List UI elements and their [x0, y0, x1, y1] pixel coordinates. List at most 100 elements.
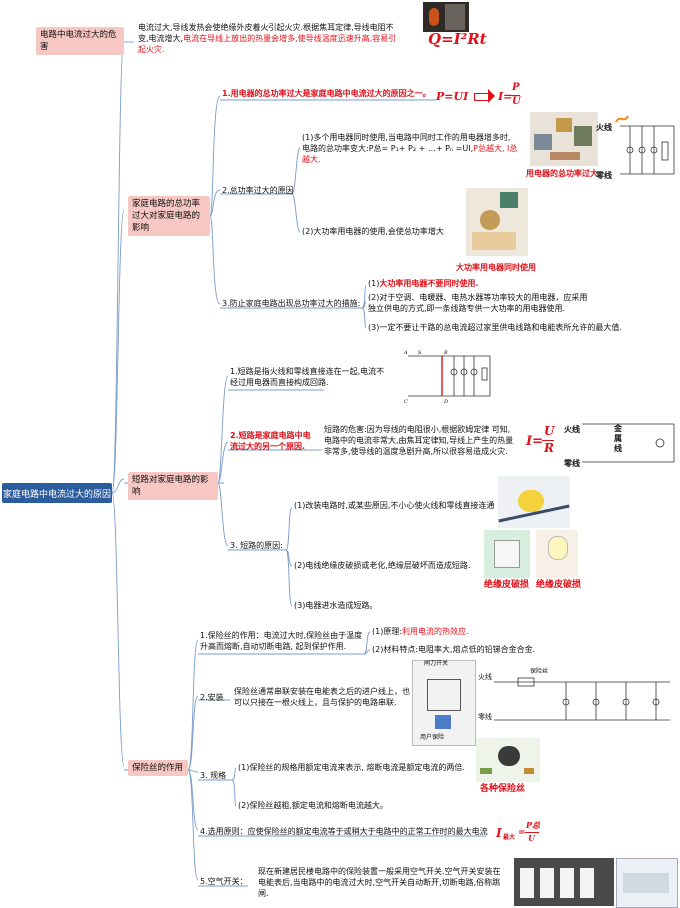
power-sub1: (1)多个用电器同时使用,当电路中同时工作的用电器增多时,电路的总功率变大:P总…: [302, 132, 518, 165]
fuse-f4: 4.选用原则：应使保险丝的额定电流等于或稍大于电路中的正常工作时的最大电流: [200, 827, 488, 836]
short-fire-label: 火线: [564, 425, 580, 434]
power-formula-a: P=UI: [436, 90, 469, 103]
danger-text: 电流过大,导线发热会使绝缘外皮着火引起火灾.根据焦耳定律,导线电阻不变,电流增大…: [138, 22, 400, 55]
ohm-formula: I= U R: [526, 424, 566, 458]
fuse-f1b: (2)材料特点:电阻率大,熔点低的铅锑合金合金.: [372, 645, 536, 654]
fuse-f5: 5.空气开关：: [200, 877, 248, 886]
power-sub2-caption: 大功率用电器同时使用: [456, 263, 536, 272]
connector-root-power: [111, 209, 125, 494]
root-node[interactable]: 家庭电路中电流过大的原因: [2, 483, 112, 503]
danger-label: 电路中电流过大的危害: [40, 30, 117, 52]
fuse-node[interactable]: 保险丝的作用: [128, 760, 188, 776]
danger-text-black: 电流过大,导线发热会使绝缘外皮着火引起火灾.根据焦耳定律,导线电阻不变,电流增大…: [138, 23, 394, 43]
fraction-bar: [510, 95, 520, 96]
power-measure1: (1)大功率用电器不要同时使用.: [368, 278, 478, 289]
ohm-formula-i: I=: [526, 434, 543, 449]
short-node[interactable]: 短路对家庭电路的影响: [128, 472, 218, 500]
air-switch-panel-photo: [616, 858, 678, 908]
power-reason1: 1.用电器的总功率过大是家庭电路中电流过大的原因之一。: [222, 89, 431, 98]
power-formula-num: P: [512, 82, 520, 93]
power-node[interactable]: 家庭电路的总功率过大对家庭电路的影响: [128, 196, 210, 236]
fuse-f1a: (1)原理:利用电流的热效应.: [372, 626, 469, 637]
short-copper-label: 金属线: [614, 424, 622, 453]
burning-wire-photo: [423, 2, 469, 32]
fuse-f1: 1.保险丝的作用：电流过大时,保险丝由于温度升高而熔断,自动切断电路, 起到保护…: [200, 631, 363, 651]
fuse-formula-eq: =: [518, 828, 526, 838]
power-formula-b: I=: [498, 90, 513, 103]
power-formula: P=UI I= P U: [436, 82, 521, 110]
danger-node[interactable]: 电路中电流过大的危害: [36, 27, 124, 55]
power-reason2: 2.总功率过大的原因: [222, 186, 294, 195]
power-zero-label: 零线: [596, 171, 612, 180]
fuse-user-label: 用户保险: [420, 734, 445, 741]
power-formula-den: U: [512, 96, 521, 107]
fuse-f3-caption: 各种保险丝: [480, 784, 526, 794]
fuse-formula-i: I: [496, 826, 502, 840]
fuse-switch-label: 闸刀开关: [424, 660, 449, 667]
power-reason3: 3.防止家庭电路出现总功率过大的措施:: [222, 299, 361, 308]
short-wire-diagram: [582, 423, 675, 463]
fuse-zero-label: 零线: [478, 713, 492, 721]
label-d: D: [443, 399, 448, 404]
overloaded-outlet-photo: [466, 188, 528, 256]
fuse-fire-label: 火线: [478, 673, 492, 681]
fuse-formula-den: U: [528, 833, 535, 843]
appliances-photo: [530, 112, 598, 166]
fuse-formula-num: P总: [526, 820, 541, 830]
danger-text-red: 电流在导线上放出的热量会增多,使导线温度迅速升高,容易引起火灾.: [138, 34, 397, 54]
label-c: C: [404, 399, 408, 404]
fuse-f1a-red: 利用电流的热效应.: [402, 627, 469, 636]
worn-plug-photo: [484, 530, 530, 578]
fuse-f2-detail: 保险丝通常串联安装在电能表之后的进户线上，也可以只接在一根火线上，且与保护的电路…: [234, 687, 410, 707]
fuse-current-formula: I 最大 = P总 U: [496, 820, 544, 846]
label-a: A: [403, 350, 408, 356]
fuse-box-label: 保险丝: [530, 668, 549, 675]
power-measure1-prefix: (1): [368, 279, 380, 288]
power-measure2: (2)对于空调、电暖器、电热水器等功率较大的用电器，应采用独立供电的方式,即一条…: [368, 293, 588, 313]
power-sub2: (2)大功率用电器的使用,会使总功率增大: [302, 227, 444, 236]
fuse-f3: 3. 规格: [200, 771, 227, 780]
power-fire-label: 火线: [596, 123, 612, 132]
fuse-formula-sub: 最大: [503, 834, 516, 841]
connector-root-danger: [111, 37, 125, 494]
power-sub1-black: (1)多个用电器同时使用,当电路中同时工作的用电器增多时,电路的总功率变大:P总…: [302, 133, 511, 153]
fuse-fraction-bar: [525, 832, 539, 833]
short-s2: 2.短路是家庭电路中电流过大的另一个原因.: [230, 431, 311, 451]
connector-root-fuse: [111, 492, 125, 767]
short-circuit-diagram: A S B C D: [403, 350, 491, 404]
worn-bulb-photo: [536, 530, 578, 578]
ohm-formula-num: U: [544, 424, 555, 438]
spark-wire-photo: [498, 476, 570, 528]
label-s: S: [418, 350, 422, 356]
fuse-f1a-prefix: (1)原理:: [372, 627, 403, 636]
air-switch-photo: [514, 858, 614, 906]
short-s3: 3. 短路的原因:: [230, 541, 283, 550]
short-s2-detail: 短路的危害:因为导线的电阻很小,根据欧姆定律 可知,电路中的电流非常大,由焦耳定…: [324, 425, 514, 456]
fuse-wiring-diagram: [494, 677, 670, 721]
short-cap-left: 绝缘皮破损: [484, 580, 530, 590]
fuse-f3b: (2)保险丝越粗,额定电流和熔断电流越大。: [238, 801, 388, 810]
arrow-head-icon: [488, 89, 495, 103]
short-label: 短路对家庭电路的影响: [132, 475, 209, 497]
connector-root-short: [111, 478, 125, 494]
fuse-box-diagram: [412, 660, 476, 746]
fuse-f3a: (1)保险丝的规格用额定电流来表示, 熔断电流是额定电流的两倍.: [238, 763, 465, 772]
fuse-label: 保险丝的作用: [132, 763, 184, 773]
label-b: B: [443, 350, 448, 356]
parallel-circuit-diagram: [615, 115, 675, 175]
root-label: 家庭电路中电流过大的原因: [2, 489, 111, 500]
short-s1: 1.短路是指火线和零线直接连在一起,电流不经过用电器而直接构成回路.: [230, 367, 385, 387]
short-zero-label: 零线: [564, 459, 580, 468]
power-measure1-red: 大功率用电器不要同时使用.: [379, 279, 479, 288]
short-cause1: (1)改装电路时,或某些原因,不小心使火线和零线直接连通 .: [294, 501, 500, 510]
fuse-f5-detail: 现在新建居民楼电路中的保险装置一般采用空气开关.空气开关安装在电能表后,当电路中…: [258, 867, 501, 898]
ohm-fraction-bar: [542, 440, 554, 441]
power-measure3: (3)一定不要让干路的总电流超过家里供电线路和电能表所允许的最大值.: [368, 323, 622, 332]
fuse-types-photo: [476, 738, 540, 782]
fuse-f2: 2.安装: [200, 693, 224, 702]
short-cause2: (2)电线绝缘皮破损或老化,绝缘层破坏而造成短路.: [294, 561, 471, 570]
power-label: 家庭电路的总功率过大对家庭电路的影响: [132, 199, 201, 233]
short-cause3: (3)电器进水造成短路。: [294, 601, 378, 610]
